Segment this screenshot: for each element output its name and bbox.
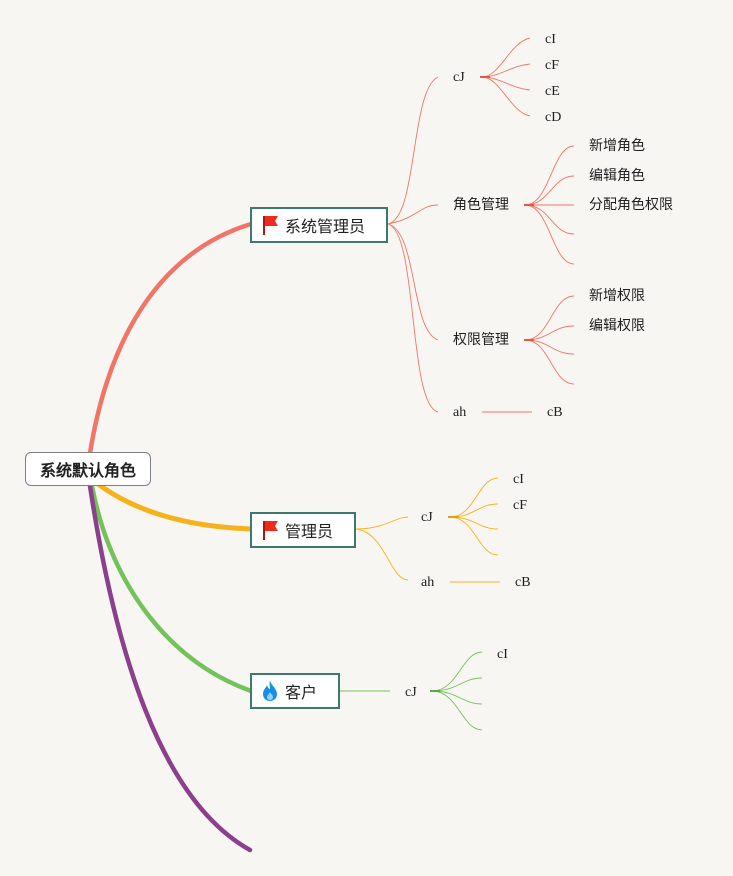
red-flag-icon	[263, 216, 278, 235]
customer-cj-item[interactable]: cI	[497, 647, 508, 662]
admin-cj-label[interactable]: cJ	[453, 70, 465, 85]
node-customer[interactable]: 客户	[250, 673, 340, 709]
admin-ah-item[interactable]: cB	[547, 405, 563, 420]
system-admin-label: 系统管理员	[285, 217, 366, 236]
role-management-label[interactable]: 角色管理	[453, 197, 509, 213]
branch-line-purple	[87, 483, 253, 853]
admin-cj-item[interactable]: cD	[545, 110, 562, 125]
role-management-item[interactable]: 编辑角色	[589, 168, 645, 184]
permission-management-item[interactable]: 编辑权限	[589, 318, 645, 334]
customer-cj-label[interactable]: cJ	[405, 685, 417, 700]
manager-links	[355, 477, 500, 583]
root-node[interactable]: 系统默认角色	[25, 452, 151, 486]
admin-cj-item[interactable]: cE	[545, 84, 560, 99]
role-management-item[interactable]: 新增角色	[589, 138, 645, 154]
node-system-admin[interactable]: 系统管理员	[250, 207, 388, 243]
red-flag-icon	[263, 521, 278, 540]
root-label: 系统默认角色	[39, 461, 136, 480]
permission-management-item[interactable]: 新增权限	[589, 288, 645, 304]
blue-flame-icon	[263, 681, 277, 701]
branch-line-admin	[87, 221, 254, 456]
node-manager[interactable]: 管理员	[250, 512, 356, 548]
manager-ah-label[interactable]: ah	[421, 575, 435, 590]
permission-management-label[interactable]: 权限管理	[453, 332, 509, 348]
manager-cj-item[interactable]: cI	[513, 472, 524, 487]
role-management-item[interactable]: 分配角色权限	[589, 197, 673, 213]
branch-line-customer	[89, 483, 254, 694]
customer-label: 客户	[285, 683, 318, 702]
manager-cj-label[interactable]: cJ	[421, 510, 433, 525]
admin-cj-item[interactable]: cF	[545, 58, 559, 73]
admin-cj-item[interactable]: cI	[545, 32, 556, 47]
manager-cj-item[interactable]: cF	[513, 498, 527, 513]
manager-label: 管理员	[285, 522, 334, 541]
admin-ah-label[interactable]: ah	[453, 405, 467, 420]
branch-line-manager	[95, 481, 254, 532]
manager-ah-item[interactable]: cB	[515, 575, 531, 590]
